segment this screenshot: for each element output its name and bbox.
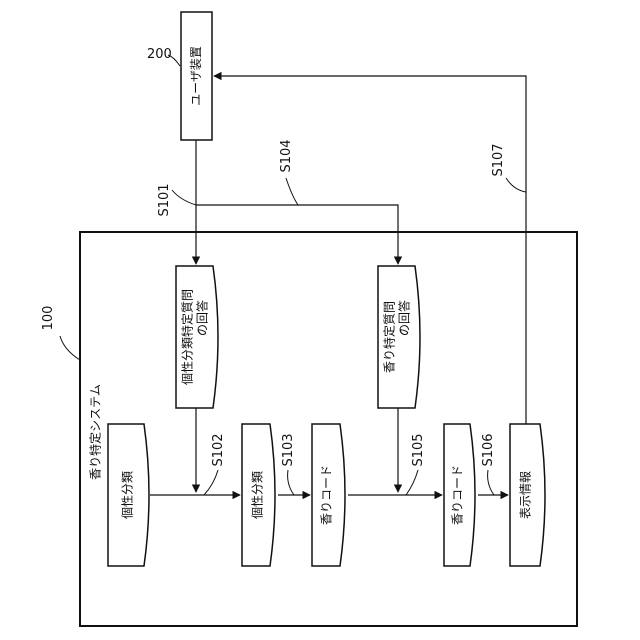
- personality-answer-line2: の回答: [195, 300, 210, 336]
- s104-label: S104: [279, 139, 294, 172]
- s105-label: S105: [411, 433, 426, 466]
- s104-leader: [286, 178, 298, 205]
- s107-leader: [506, 178, 526, 192]
- personality-class-input-label: 個性分類: [121, 471, 135, 519]
- s101-label: S101: [157, 183, 172, 216]
- display-info-doc: 表示情報: [510, 424, 545, 566]
- s104-arrow: [196, 205, 398, 264]
- display-info-label: 表示情報: [519, 471, 533, 519]
- scent-answer-line2: の回答: [397, 300, 412, 336]
- s106-leader: [488, 470, 494, 495]
- system-ref-leader: [60, 336, 80, 360]
- user-device-label: ユーザ装置: [189, 46, 203, 106]
- s102-leader: [204, 470, 218, 495]
- personality-class-input-doc: 個性分類: [108, 424, 149, 566]
- scent-code-1-doc: 香りコード: [312, 424, 345, 566]
- s106-label: S106: [481, 433, 496, 466]
- s102-label: S102: [211, 433, 226, 466]
- personality-class-label: 個性分類: [251, 471, 265, 519]
- scent-code-2-label: 香りコード: [451, 465, 465, 525]
- s107-arrow: [214, 76, 526, 424]
- scent-question-answer-doc: 香り特定質問 の回答: [378, 266, 420, 408]
- system-ref-label: 100: [41, 306, 56, 331]
- personality-answer-line1: 個性分類特定質問: [180, 289, 195, 385]
- s103-leader: [288, 470, 294, 495]
- scent-answer-line1: 香り特定質問: [382, 301, 397, 373]
- personality-class-doc: 個性分類: [242, 424, 275, 566]
- user-device-node: ユーザ装置: [181, 12, 212, 140]
- system-title: 香り特定システム: [88, 384, 103, 480]
- personality-question-answer-doc: 個性分類特定質問 の回答: [176, 266, 218, 408]
- s103-label: S103: [281, 433, 296, 466]
- s107-label: S107: [491, 143, 506, 176]
- scent-code-1-label: 香りコード: [320, 465, 334, 525]
- scent-code-2-doc: 香りコード: [444, 424, 475, 566]
- s101-leader: [172, 190, 196, 205]
- s105-leader: [406, 470, 418, 495]
- user-device-ref-label: 200: [147, 47, 172, 62]
